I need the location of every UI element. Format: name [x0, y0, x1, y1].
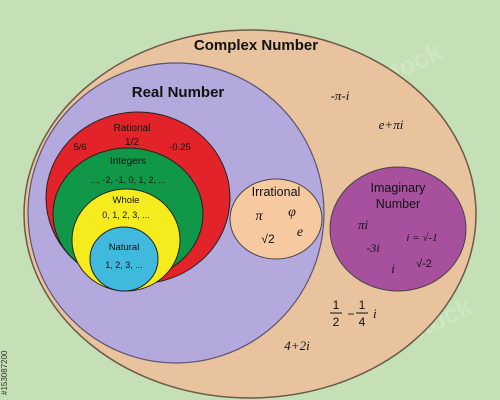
complex-example-fraction: 1 2 − 1 4 i [330, 298, 377, 329]
whole-label: Whole [113, 195, 140, 206]
rational-label: Rational [114, 123, 151, 134]
natural-label: Natural [109, 242, 140, 253]
irrational-example-pi: π [255, 209, 263, 224]
fraction-i-suffix: i [373, 306, 377, 321]
real-number-label: Real Number [132, 84, 225, 101]
complex-number-label: Complex Number [194, 37, 318, 54]
imaginary-label-line2: Number [376, 197, 420, 211]
fraction-b-denominator: 4 [359, 315, 366, 329]
irrational-label: Irrational [252, 185, 301, 199]
complex-example-e-plus-pi-i: e+πi [379, 117, 404, 132]
complex-example-4-plus-2i: 4+2i [284, 338, 310, 353]
imaginary-example-sqrt-neg2: √-2 [416, 258, 432, 270]
natural-examples: 1, 2, 3, ... [105, 260, 143, 270]
integers-label: Integers [110, 156, 146, 167]
imaginary-number-region [329, 166, 467, 292]
imaginary-example-i: i [391, 261, 395, 276]
fraction-minus: − [347, 307, 354, 321]
rational-example-neg-quarter: -0.25 [169, 142, 191, 153]
fraction-a-numerator: 1 [333, 298, 340, 312]
complex-example-neg-pi-i: -π-i [331, 88, 350, 103]
natural-region [89, 226, 159, 292]
irrational-region [229, 178, 323, 260]
imaginary-example-pi-i: πi [358, 217, 369, 232]
imaginary-example-i-def: i = √-1 [406, 232, 437, 244]
imaginary-label-line1: Imaginary [371, 181, 427, 195]
integers-examples: ..., -2, -1, 0, 1, 2, ... [90, 175, 166, 185]
irrational-example-phi: φ [288, 205, 296, 220]
whole-examples: 0, 1, 2, 3, ... [102, 210, 150, 220]
irrational-example-sqrt2: √2 [261, 232, 275, 246]
fraction-a-denominator: 2 [333, 315, 340, 329]
rational-example-half: 1/2 [125, 137, 139, 148]
fraction-b-numerator: 1 [359, 298, 366, 312]
imaginary-example-neg-3i: -3i [366, 241, 379, 255]
irrational-example-e: e [297, 225, 303, 240]
stock-id-text: #153087200 [0, 350, 9, 396]
rational-example-five-sixths: 5/6 [73, 142, 86, 153]
